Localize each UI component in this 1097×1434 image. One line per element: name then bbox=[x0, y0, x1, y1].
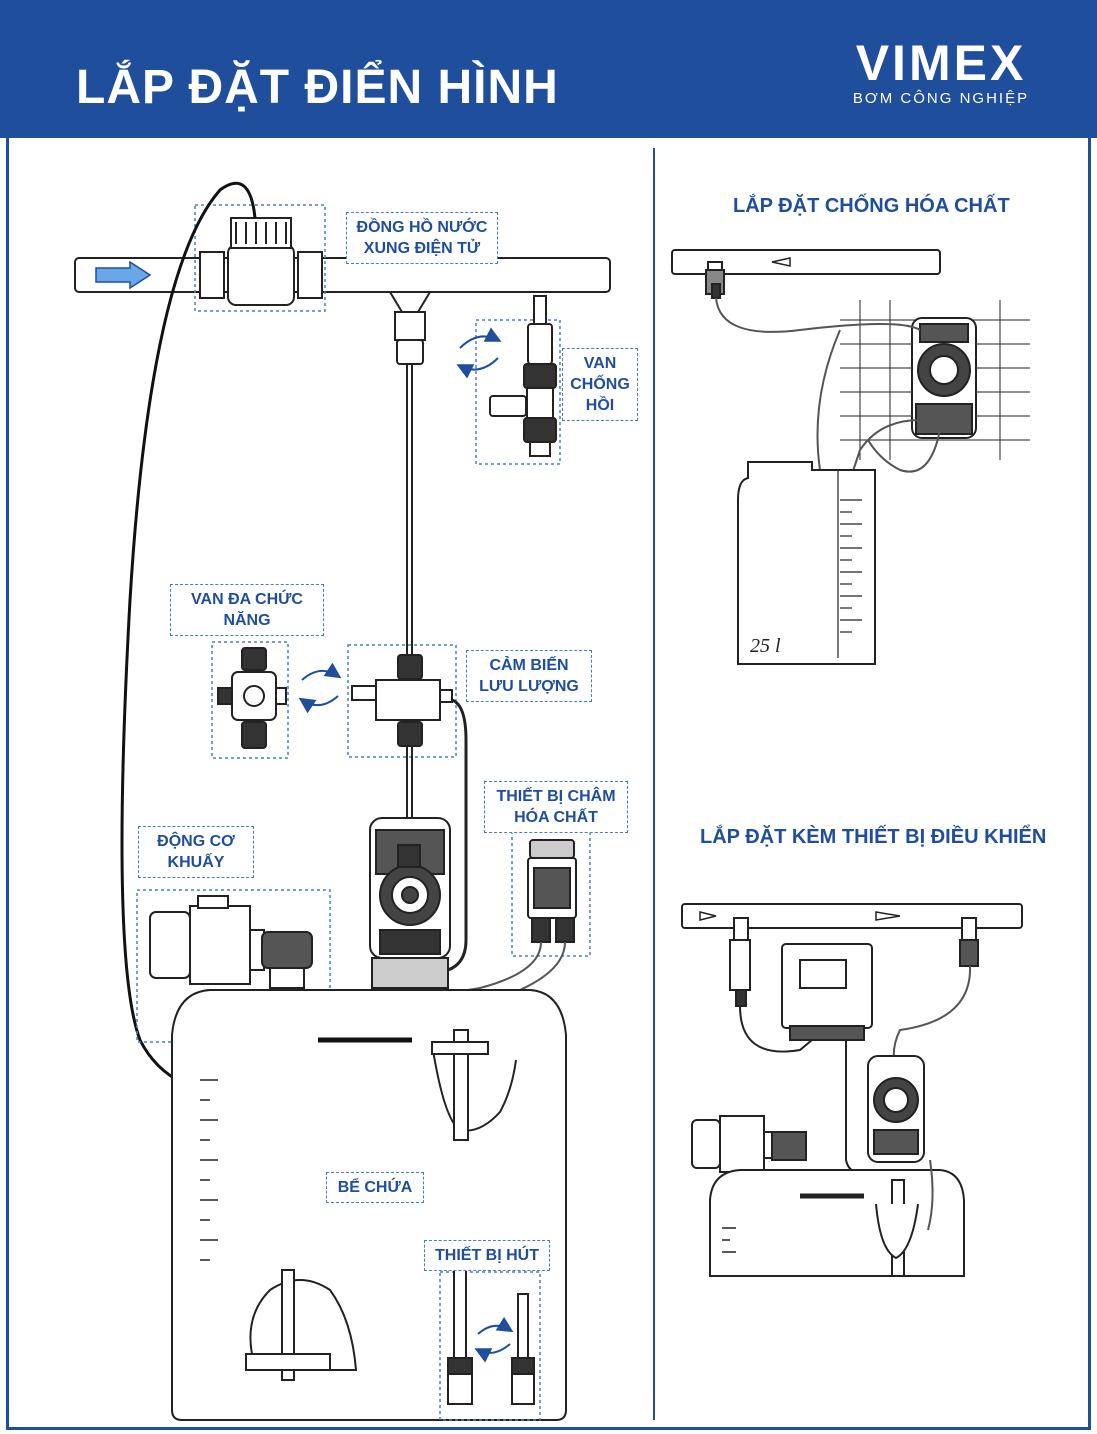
label-check-valve: VAN CHỐNG HỒI bbox=[562, 348, 638, 421]
swap-arrows-icon bbox=[298, 662, 342, 714]
section-with-controller: LẮP ĐẶT KÈM THIẾT BỊ ĐIỀU KHIỂN bbox=[700, 826, 1047, 848]
controller-icon bbox=[781, 943, 873, 1041]
label-tank: BỂ CHỨA bbox=[326, 1172, 424, 1203]
swap-arrows-icon bbox=[474, 1316, 514, 1363]
label-multi-valve: VAN ĐA CHỨC NĂNG bbox=[170, 584, 324, 636]
anti-chem-diagram bbox=[671, 249, 941, 299]
flow-arrow-icon bbox=[95, 260, 152, 290]
section-anti-chemical: LẮP ĐẶT CHỐNG HÓA CHẤT bbox=[733, 195, 1010, 217]
main-pipe bbox=[74, 217, 611, 365]
check-valve bbox=[489, 295, 557, 457]
small-tank bbox=[709, 1169, 965, 1277]
label-water-meter: ĐỒNG HỒ NƯỚC XUNG ĐIỆN TỬ bbox=[346, 212, 498, 264]
grid-wall bbox=[840, 300, 1030, 460]
chemical-container bbox=[737, 461, 876, 665]
brand-name: VIMEX bbox=[855, 35, 1027, 91]
tank-scale bbox=[200, 1079, 218, 1261]
label-injector: THIẾT BỊ CHÂM HÓA CHẤT bbox=[484, 781, 628, 833]
storage-tank bbox=[171, 989, 567, 1421]
flow-arrow-icon bbox=[875, 911, 901, 921]
brand-subtitle: BƠM CÔNG NGHIỆP bbox=[852, 90, 1030, 107]
motor-box bbox=[136, 889, 331, 1043]
motor-icon bbox=[149, 895, 316, 1035]
pump-icon bbox=[867, 1055, 925, 1163]
brand-logo: VIMEX BƠM CÔNG NGHIỆP bbox=[826, 36, 1056, 107]
content-frame bbox=[6, 138, 1091, 1430]
page-title: LẮP ĐẶT ĐIỂN HÌNH bbox=[76, 61, 559, 114]
pump-icon bbox=[911, 317, 977, 439]
foot-valve bbox=[447, 1267, 535, 1405]
label-foot-valve: THIẾT BỊ HÚT bbox=[424, 1240, 550, 1271]
meter-box bbox=[194, 204, 326, 312]
check-valve-box bbox=[475, 319, 561, 465]
container-volume: 25 l bbox=[750, 635, 781, 657]
swap-arrows-icon bbox=[456, 327, 502, 379]
motor-icon bbox=[691, 1115, 807, 1173]
label-flow-sensor: CẢM BIẾN LƯU LƯỢNG bbox=[466, 650, 592, 702]
flow-arrow-icon bbox=[699, 911, 717, 921]
multi-valve-box bbox=[211, 641, 289, 759]
pump-icon bbox=[369, 817, 451, 989]
controller-diagram bbox=[681, 903, 1023, 1007]
flow-sensor bbox=[351, 654, 453, 747]
foot-valve-box bbox=[439, 1271, 541, 1421]
label-mixer-motor: ĐỘNG CƠ KHUẤY bbox=[138, 826, 254, 878]
injector bbox=[527, 839, 577, 943]
flow-arrow-icon bbox=[771, 257, 791, 267]
multi-valve bbox=[217, 647, 287, 749]
header-bar: LẮP ĐẶT ĐIỂN HÌNH VIMEX BƠM CÔNG NGHIỆP bbox=[0, 0, 1097, 138]
